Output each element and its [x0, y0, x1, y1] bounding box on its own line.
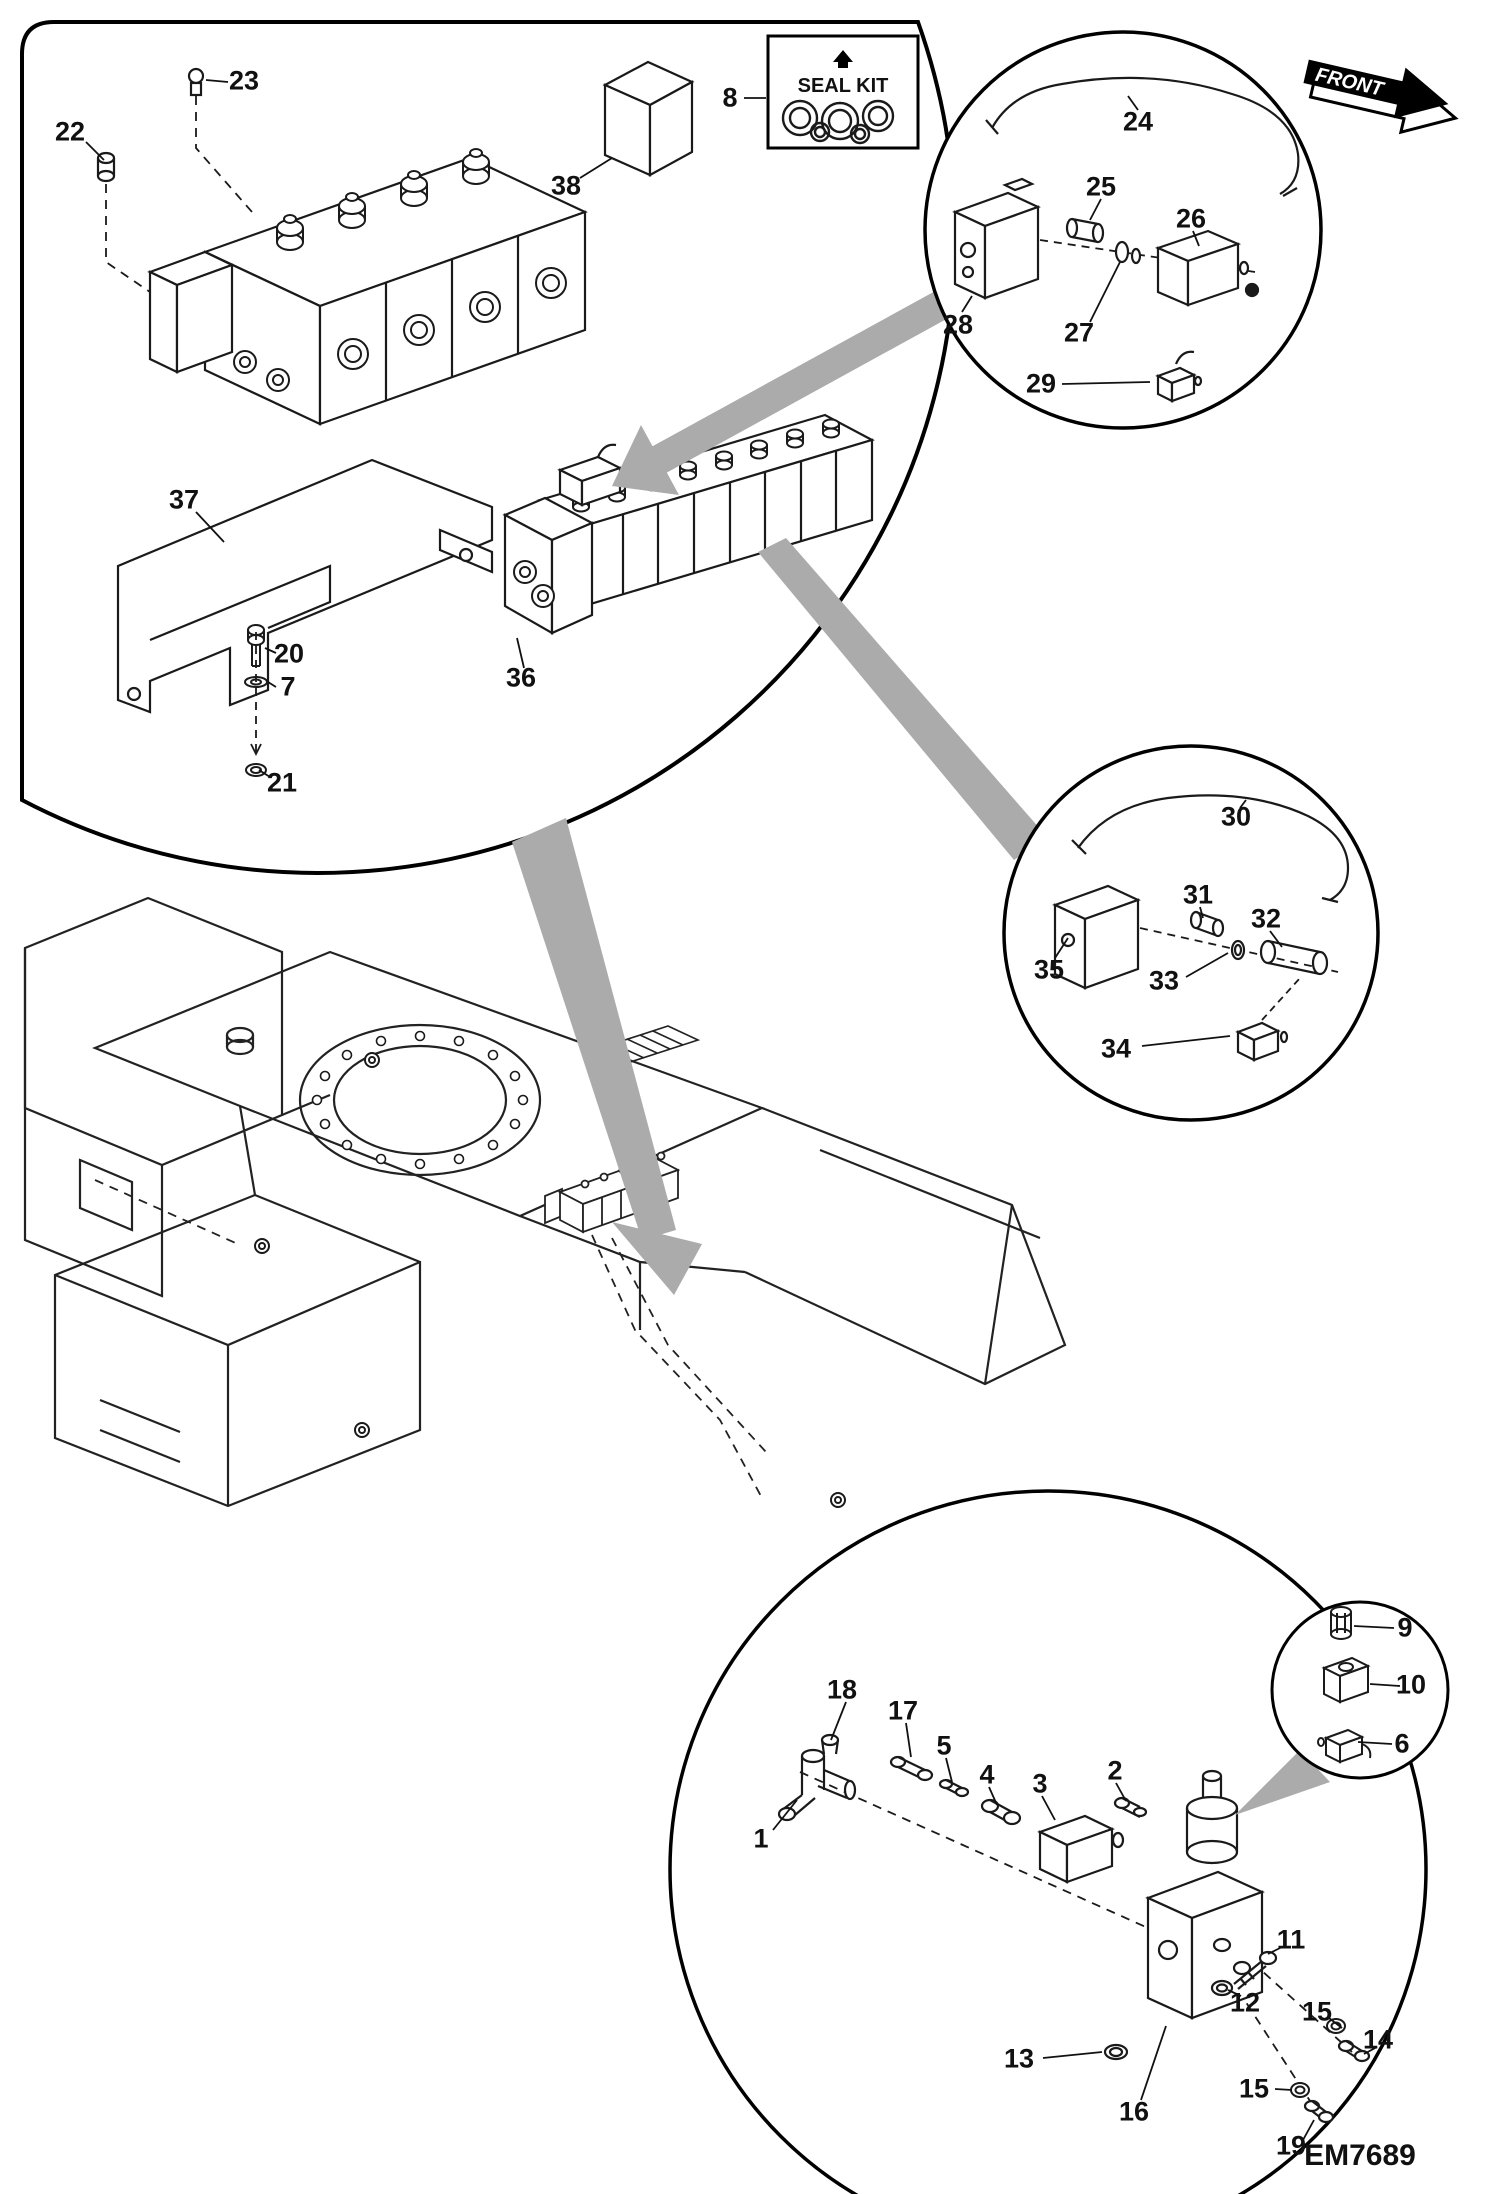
front-arrow: FRONT [1303, 59, 1459, 135]
callout-15-b: 15 [1238, 2073, 1270, 2104]
part-32 [1259, 939, 1329, 976]
part-25 [1065, 217, 1105, 244]
callout-31: 31 [1182, 879, 1214, 910]
callout-30: 30 [1220, 801, 1252, 832]
part-21-nut [245, 763, 267, 777]
part-1-tee [777, 1748, 857, 1822]
part-13 [1103, 2043, 1129, 2061]
callout-32: 32 [1250, 903, 1282, 934]
breather-cap [225, 1026, 255, 1056]
callout-25: 25 [1085, 171, 1117, 202]
callout-3: 3 [1032, 1768, 1048, 1799]
callout-19: 19 [1275, 2130, 1307, 2161]
part-31 [1189, 910, 1225, 938]
callout-38: 38 [550, 170, 582, 201]
callout-35: 35 [1033, 954, 1065, 985]
callout-5: 5 [936, 1730, 952, 1761]
part-3-block [1037, 1814, 1125, 1884]
callout-20: 20 [273, 638, 305, 669]
harness-24 [991, 76, 1300, 195]
part-15-b [1289, 2081, 1311, 2099]
part-9 [1330, 1606, 1352, 1640]
detail-circle-solenoid [923, 30, 1323, 430]
part-17 [889, 1755, 934, 1782]
seal-kit-box: SEAL KIT [766, 34, 920, 150]
callout-7: 7 [280, 671, 296, 702]
callout-17: 17 [887, 1695, 919, 1726]
callout-1: 1 [753, 1823, 769, 1854]
part-18 [820, 1733, 840, 1755]
part-27 [1114, 240, 1142, 265]
callout-18: 18 [826, 1674, 858, 1705]
part-4 [980, 1798, 1022, 1826]
chassis-drawing [23, 896, 1067, 1509]
bracket-37 [116, 458, 494, 714]
callout-36: 36 [505, 662, 537, 693]
pointer-wedge-inset [1235, 1750, 1330, 1815]
callout-6: 6 [1394, 1728, 1410, 1759]
harness-30 [1077, 794, 1350, 901]
slew-ring [298, 1023, 542, 1177]
callout-16: 16 [1118, 2096, 1150, 2127]
part-26 [1154, 229, 1260, 307]
detail-circle-sensor [1002, 744, 1380, 1122]
part-28 [952, 177, 1041, 300]
seal-kit-label: SEAL KIT [798, 75, 889, 97]
bank-solenoid [557, 443, 623, 507]
valve-bank-36 [502, 413, 875, 635]
callout-26: 26 [1175, 203, 1207, 234]
chassis-hoses [94, 1179, 767, 1499]
part-6 [1317, 1728, 1372, 1764]
seal-kit-arrow-icon [833, 50, 853, 68]
callout-27: 27 [1063, 317, 1095, 348]
callout-11: 11 [1276, 1924, 1306, 1955]
detail-circle-valve [668, 1489, 1428, 2194]
callout-21: 21 [266, 767, 298, 798]
part-14 [1337, 2039, 1371, 2063]
callout-9: 9 [1397, 1612, 1413, 1643]
part-33 [1230, 939, 1246, 961]
part-11-screw [1233, 1950, 1278, 1990]
part-35 [1052, 884, 1141, 990]
part-38-box [602, 60, 695, 177]
pointer-wedge-mid-circle [758, 538, 1048, 860]
part-5 [938, 1778, 970, 1798]
part-19 [1303, 2099, 1335, 2124]
pointer-wedge-chassis [512, 818, 702, 1295]
callout-24: 24 [1122, 106, 1154, 137]
callout-12: 12 [1229, 1987, 1261, 2018]
callout-4: 4 [979, 1759, 995, 1790]
drawing-code: EM7689 [1304, 2139, 1416, 2172]
part-10 [1321, 1656, 1371, 1704]
detail-circle-coil-parts [1270, 1600, 1450, 1780]
leader-lines [85, 79, 1401, 2141]
callout-29: 29 [1025, 368, 1057, 399]
callout-23: 23 [228, 65, 260, 96]
callout-14: 14 [1362, 2024, 1394, 2055]
callout-13: 13 [1003, 2043, 1035, 2074]
callout-10: 10 [1395, 1669, 1427, 1700]
callout-8: 8 [722, 82, 738, 113]
part-29 [1155, 350, 1203, 403]
part-16-valve [1145, 1769, 1265, 2020]
callout-33: 33 [1148, 965, 1180, 996]
callout-15-a: 15 [1301, 1996, 1333, 2027]
part-12 [1210, 1979, 1234, 1997]
hardware-20-7-21 [244, 624, 268, 777]
seal-kit-orings [781, 99, 895, 145]
callout-37: 37 [168, 484, 200, 515]
callout-2: 2 [1107, 1755, 1123, 1786]
part-23 [187, 67, 205, 97]
part-34 [1235, 977, 1301, 1062]
pointer-wedge-top-circle [612, 286, 958, 495]
manifold-assembly [96, 67, 588, 426]
part-20-screw [247, 624, 265, 667]
part-22 [96, 151, 116, 183]
callout-34: 34 [1100, 1033, 1132, 1064]
callout-22: 22 [54, 116, 86, 147]
callout-28: 28 [942, 309, 974, 340]
